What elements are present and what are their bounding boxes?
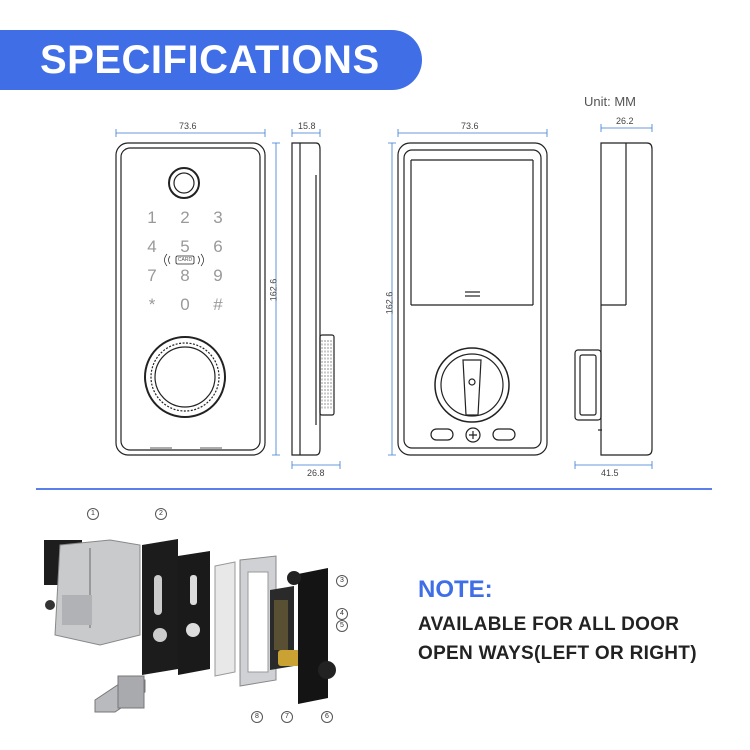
- page-title: SPECIFICATIONS: [40, 38, 380, 82]
- note-line-1: AVAILABLE FOR ALL DOOR: [418, 614, 680, 635]
- interior-assembly: [44, 539, 141, 646]
- dim-side-depth-top: 15.8: [298, 121, 316, 131]
- callout-1: 1: [87, 508, 99, 520]
- callout-2: 2: [155, 508, 167, 520]
- back-view: [397, 142, 548, 456]
- callout-7: 7: [281, 711, 293, 723]
- keypad-key-5: 5: [180, 237, 190, 256]
- unit-label: Unit: MM: [584, 94, 636, 109]
- card-label: CARD: [177, 257, 193, 263]
- dim-front-width: 73.6: [179, 121, 197, 131]
- title-banner: [0, 30, 422, 90]
- dim-side-depth-bottom: 26.8: [307, 468, 325, 478]
- dim-back-width: 73.6: [461, 121, 479, 131]
- callout-4: 4: [336, 608, 348, 620]
- dim-rear-depth-bottom: 41.5: [601, 468, 619, 478]
- lock-technical-drawing: [115, 124, 653, 469]
- keypad-key-8: 8: [180, 266, 190, 285]
- keypad-key-4: 4: [147, 237, 157, 256]
- callout-6: 6: [321, 711, 333, 723]
- keypad-key-3: 3: [213, 208, 223, 227]
- side-view: [291, 142, 335, 456]
- keypad-key-6: 6: [213, 237, 223, 256]
- callout-3: 3: [336, 575, 348, 587]
- callout-5: 5: [336, 620, 348, 632]
- note-title: NOTE:: [418, 576, 493, 603]
- keypad-key-1: 1: [147, 208, 157, 227]
- section-divider: [36, 488, 712, 490]
- callout-8: 8: [251, 711, 263, 723]
- note-line-2: OPEN WAYS(LEFT OR RIGHT): [418, 643, 697, 664]
- dim-rear-depth-top: 26.2: [616, 116, 634, 126]
- keypad-key-star: *: [148, 295, 156, 314]
- keypad-key-2: 2: [180, 208, 190, 227]
- front-view: [115, 142, 266, 456]
- rear-side-view: [574, 142, 653, 456]
- keypad-key-9: 9: [213, 266, 223, 285]
- keypad-key-0: 0: [180, 295, 190, 314]
- keypad-key-hash: #: [213, 295, 223, 314]
- keypad-key-7: 7: [147, 266, 157, 285]
